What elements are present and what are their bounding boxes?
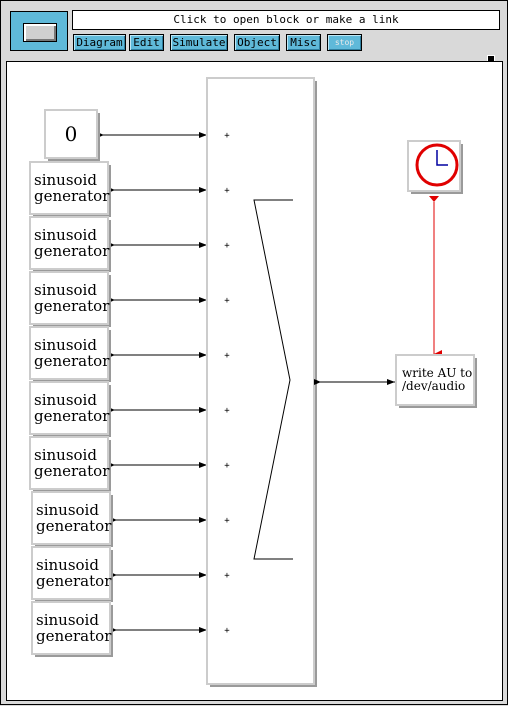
sum-input-sign: +	[224, 571, 230, 581]
menu-stop: stop	[327, 34, 362, 51]
sum-input-sign: +	[224, 241, 230, 251]
generator-label-2: generator	[34, 407, 110, 425]
generator-label-2: generator	[34, 242, 110, 260]
generator-label-2: generator	[34, 462, 110, 480]
window-icon	[23, 23, 57, 42]
generator-label-1: sinusoid	[34, 226, 97, 244]
generator-label-1: sinusoid	[36, 501, 99, 519]
scicos-logo-button[interactable]	[10, 11, 68, 51]
sum-input-sign: +	[224, 131, 230, 141]
constant-block[interactable]: 0	[44, 109, 100, 161]
menu-simulate[interactable]: Simulate	[170, 34, 228, 51]
clock-block[interactable]	[407, 140, 463, 202]
event-output-port[interactable]	[429, 196, 439, 202]
generator-label-2: generator	[36, 517, 112, 535]
summation-block[interactable]	[206, 77, 317, 687]
constant-value: 0	[65, 122, 78, 146]
generator-label-1: sinusoid	[36, 611, 99, 629]
generator-label-2: generator	[34, 187, 110, 205]
sum-input-sign: +	[224, 406, 230, 416]
write-au-label-2: /dev/audio	[402, 379, 465, 393]
generator-label-1: sinusoid	[34, 391, 97, 409]
menu-edit[interactable]: Edit	[129, 34, 164, 51]
sum-input-sign: +	[224, 516, 230, 526]
sum-input-sign: +	[224, 296, 230, 306]
generator-label-1: sinusoid	[34, 171, 97, 189]
menu-object[interactable]: Object	[234, 34, 280, 51]
sum-input-sign: +	[224, 186, 230, 196]
clock-hands	[436, 150, 448, 166]
generator-label-2: generator	[36, 627, 112, 645]
menu-diagram[interactable]: Diagram	[73, 34, 126, 51]
generator-label-1: sinusoid	[34, 336, 97, 354]
sum-input-sign: +	[224, 351, 230, 361]
generator-label-2: generator	[36, 572, 112, 590]
generator-label-1: sinusoid	[34, 281, 97, 299]
generator-label-1: sinusoid	[34, 446, 97, 464]
generator-label-2: generator	[34, 297, 110, 315]
sum-input-sign: +	[224, 626, 230, 636]
write-au-label-1: write AU to	[402, 366, 472, 380]
generator-label-2: generator	[34, 352, 110, 370]
sum-output-port	[314, 379, 321, 385]
sum-input-sign: +	[224, 461, 230, 471]
status-message: Click to open block or make a link	[72, 10, 500, 30]
generator-label-1: sinusoid	[36, 556, 99, 574]
menu-misc[interactable]: Misc	[286, 34, 321, 51]
write-au-block[interactable]: write AU to /dev/audio	[395, 354, 477, 408]
sigma-icon	[253, 199, 293, 560]
